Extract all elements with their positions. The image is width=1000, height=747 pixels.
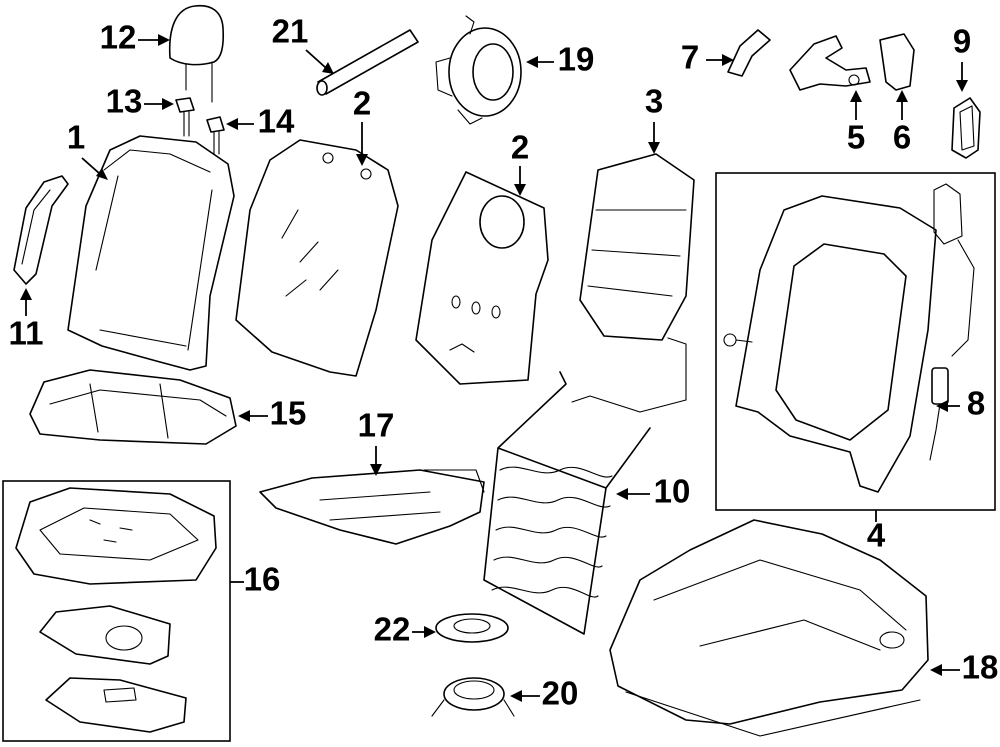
part-side-trim-panel xyxy=(13,175,69,285)
part-seat-back-frame xyxy=(723,183,975,493)
part-headrest xyxy=(168,4,225,103)
part-seat-track xyxy=(609,519,929,737)
group-box-seat-frame xyxy=(715,172,996,511)
callout-14: 14 xyxy=(258,103,295,140)
callout-6: 6 xyxy=(893,119,911,156)
callout-9: 9 xyxy=(953,23,971,60)
part-motor-assembly xyxy=(435,15,522,125)
part-bracket xyxy=(789,35,871,91)
callout-20: 20 xyxy=(542,675,579,712)
callout-3: 3 xyxy=(645,83,663,120)
part-seat-back-panel xyxy=(415,171,549,385)
part-seat-back-pad xyxy=(235,139,399,377)
part-heater-mat-upper xyxy=(39,605,171,665)
part-switch-knob xyxy=(431,677,515,717)
callout-18: 18 xyxy=(962,649,999,686)
part-heater-mat-lower xyxy=(45,677,187,733)
part-trim-cover-small xyxy=(727,29,771,77)
part-headrest-guide-right xyxy=(206,116,225,155)
callout-8: 8 xyxy=(967,385,985,422)
callout-labels: 1 2 2 3 4 5 6 7 8 9 10 11 12 13 14 15 16… xyxy=(9,13,999,712)
part-seat-cushion-pad xyxy=(15,487,217,585)
callout-4: 4 xyxy=(867,517,886,554)
part-seat-back-cover xyxy=(67,135,235,371)
group-box-seat-cushion xyxy=(2,480,231,742)
callout-13: 13 xyxy=(106,83,143,120)
callout-21: 21 xyxy=(272,13,309,50)
part-spring-mat xyxy=(483,371,651,635)
callout-1: 1 xyxy=(67,119,85,156)
callout-2a: 2 xyxy=(353,85,371,122)
callout-2b: 2 xyxy=(511,129,529,166)
part-bezel xyxy=(951,97,981,159)
callout-11: 11 xyxy=(9,315,44,352)
callout-17: 17 xyxy=(358,407,395,444)
part-rod xyxy=(316,29,419,96)
part-spacer-disc xyxy=(435,613,509,643)
callout-12: 12 xyxy=(100,19,137,56)
callout-16: 16 xyxy=(244,561,281,598)
part-headrest-guide-left xyxy=(175,97,195,137)
callout-5: 5 xyxy=(847,119,865,156)
callout-19: 19 xyxy=(558,41,595,78)
callout-7: 7 xyxy=(681,39,699,76)
part-seat-pan xyxy=(259,469,485,545)
part-cover-cap xyxy=(879,33,915,91)
callout-15: 15 xyxy=(270,395,307,432)
part-lumbar-pad xyxy=(571,153,695,413)
leader-lines xyxy=(20,34,968,702)
part-seat-cushion-cover xyxy=(29,369,237,445)
callout-22: 22 xyxy=(374,611,411,648)
callout-10: 10 xyxy=(654,473,691,510)
